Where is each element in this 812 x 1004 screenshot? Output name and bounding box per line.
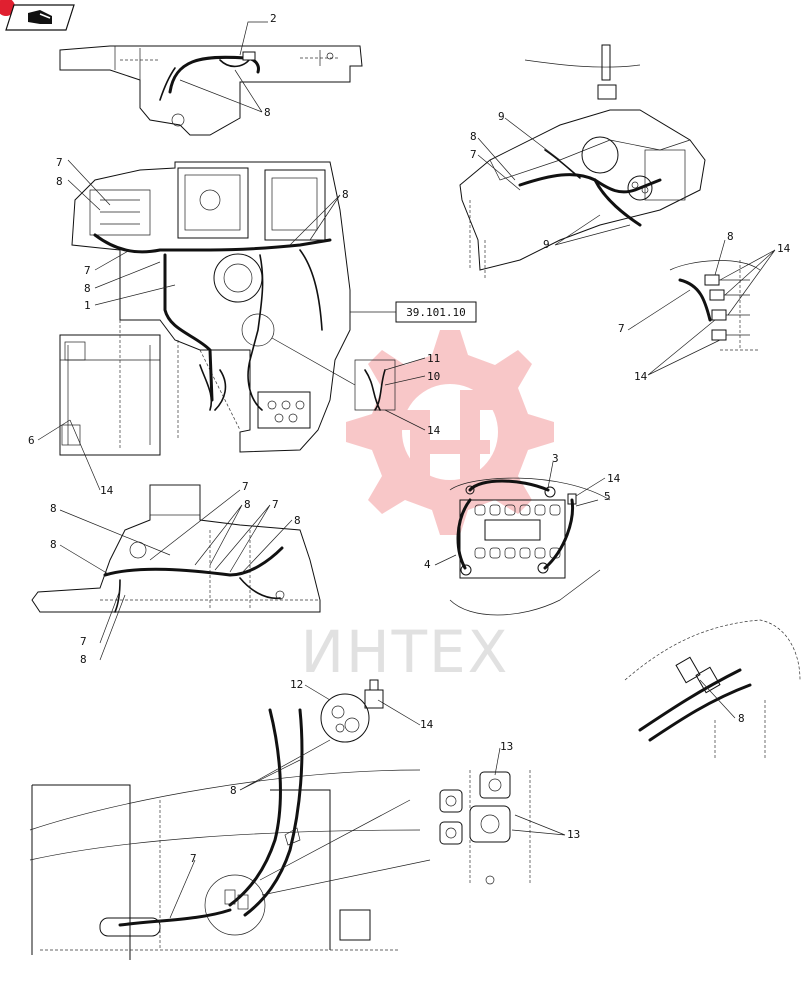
grommet-detail-view — [320, 679, 384, 743]
callout-9: 9 — [498, 110, 505, 123]
callout-11: 11 — [427, 352, 440, 365]
connector-detail-view — [669, 260, 761, 351]
reference-box[interactable]: 39.101.10 — [350, 301, 477, 323]
callout-4: 4 — [424, 558, 431, 571]
callout-8: 8 — [84, 282, 91, 295]
callout-14: 14 — [634, 370, 648, 383]
watermark-logo: ИНТЕХ — [301, 330, 554, 686]
callout-2: 2 — [270, 12, 277, 25]
callout-7: 7 — [80, 635, 87, 648]
callout-9: 9 — [543, 238, 550, 251]
top-frame-view — [59, 45, 363, 136]
watermark-text: ИНТЕХ — [301, 618, 510, 686]
callout-7: 7 — [84, 264, 91, 277]
callout-14: 14 — [777, 242, 791, 255]
callout-7: 7 — [56, 156, 63, 169]
tube-detail-view — [624, 619, 801, 760]
lower-assembly-view — [29, 708, 431, 960]
callout-10: 10 — [427, 370, 440, 383]
relay-detail-view — [439, 770, 531, 885]
callout-5: 5 — [604, 490, 611, 503]
callout-7: 7 — [242, 480, 249, 493]
book-pointer-icon[interactable] — [0, 0, 75, 31]
callout-3: 3 — [552, 452, 559, 465]
callout-8: 8 — [264, 106, 271, 119]
callout-8: 8 — [727, 230, 734, 243]
callout-7: 7 — [618, 322, 625, 335]
leader-lines — [37, 21, 776, 919]
callout-8: 8 — [470, 130, 477, 143]
callout-14: 14 — [100, 484, 114, 497]
callout-13: 13 — [567, 828, 580, 841]
callout-13: 13 — [500, 740, 513, 753]
callout-7: 7 — [272, 498, 279, 511]
callout-8: 8 — [56, 175, 63, 188]
callout-14: 14 — [607, 472, 621, 485]
callout-6: 6 — [28, 434, 35, 447]
main-frame-view — [59, 161, 396, 456]
callout-14: 14 — [427, 424, 441, 437]
callout-8: 8 — [294, 514, 301, 527]
callout-1: 1 — [84, 299, 91, 312]
callout-8: 8 — [738, 712, 745, 725]
callout-14: 14 — [420, 718, 434, 731]
callout-8: 8 — [230, 784, 237, 797]
top-right-view — [459, 44, 706, 280]
callout-8: 8 — [244, 498, 251, 511]
callout-8: 8 — [80, 653, 87, 666]
callout-7: 7 — [470, 148, 477, 161]
battery-view — [449, 477, 611, 616]
battery-cells — [474, 504, 561, 559]
callout-7: 7 — [190, 852, 197, 865]
callout-8: 8 — [50, 502, 57, 515]
callout-8: 8 — [50, 538, 57, 551]
reference-box-label: 39.101.10 — [406, 306, 466, 319]
callout-labels: 2 8 7 8 8 7 8 1 6 14 11 10 14 9 8 7 9 8 … — [28, 12, 791, 865]
callout-8: 8 — [342, 188, 349, 201]
callout-12: 12 — [290, 678, 303, 691]
side-view — [31, 484, 321, 613]
